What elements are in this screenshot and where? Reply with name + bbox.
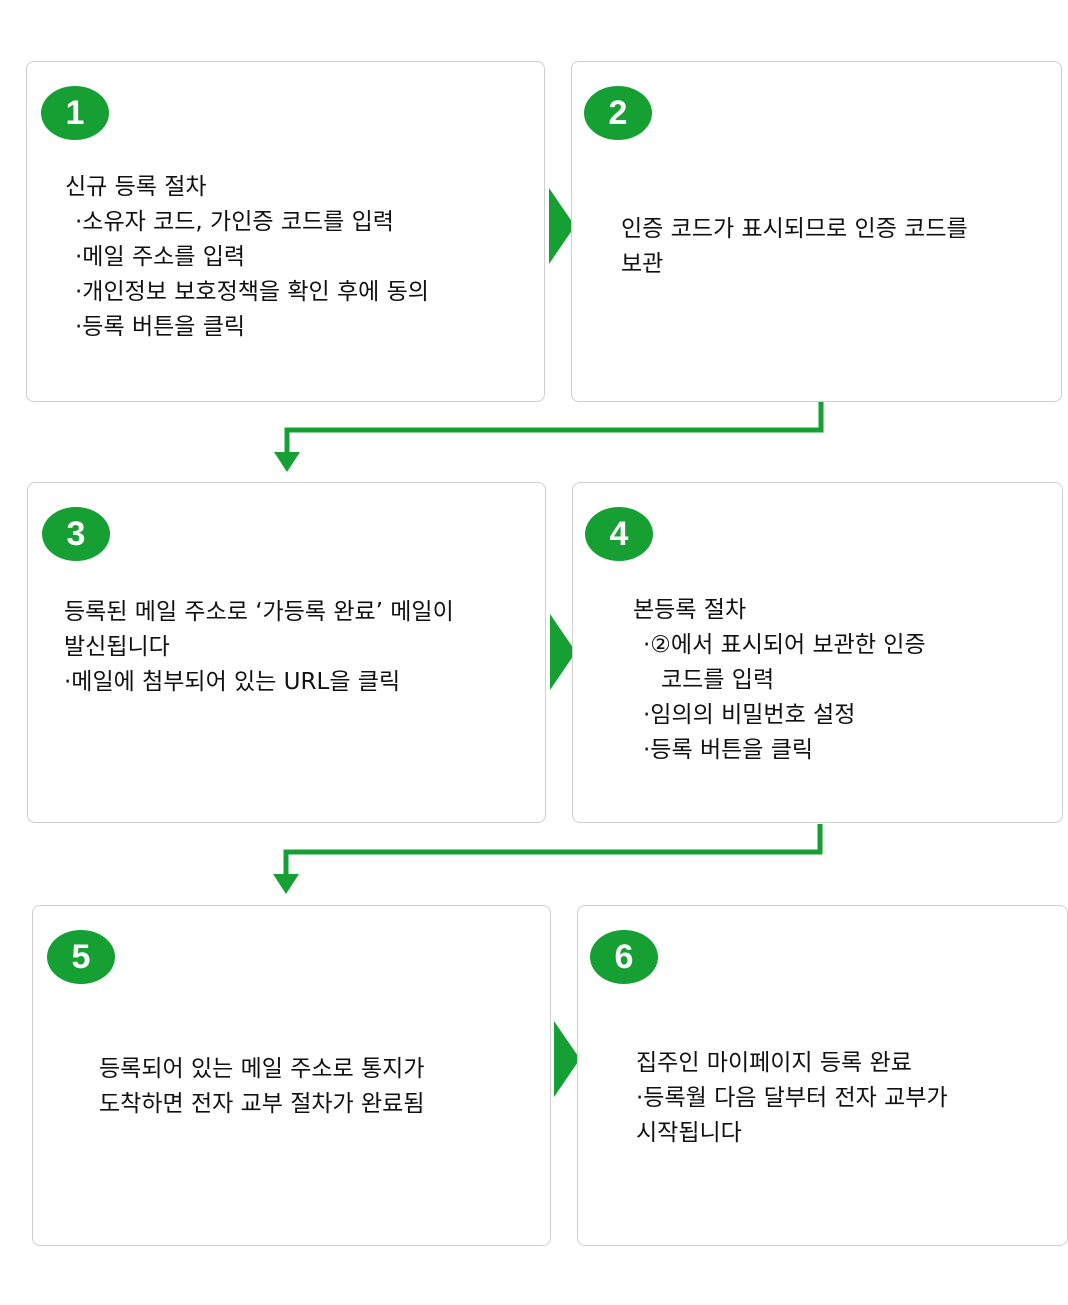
step-3-line: 발신됩니다 [64,634,170,660]
step-card-5: 5 등록되어 있는 메일 주소로 통지가 도착하면 전자 교부 절차가 완료됨 [32,905,551,1246]
step-number-badge-5: 5 [47,930,115,984]
connector-4-5 [283,824,823,878]
step-1-item: ·등록 버튼을 클릭 [75,314,246,340]
step-3-item: ·메일에 첨부되어 있는 URL을 클릭 [64,669,401,695]
step-number-badge-6: 6 [590,930,658,984]
step-6-line: 집주인 마이페이지 등록 완료 [636,1050,912,1076]
step-2-line: 인증 코드가 표시되므로 인증 코드를 [621,216,968,242]
step-text-4: 본등록 절차 ·②에서 표시되어 보관한 인증 코드를 입력 ·임의의 비밀번호… [633,593,926,768]
step-text-2: 인증 코드가 표시되므로 인증 코드를 보관 [621,212,968,282]
step-2-line: 보관 [621,251,664,277]
step-number-badge-2: 2 [584,86,652,140]
step-1-item: ·메일 주소를 입력 [75,244,246,270]
step-4-item: ·등록 버튼을 클릭 [643,737,814,763]
step-4-item-continued: 코드를 입력 [661,667,775,693]
step-4-item: ·임의의 비밀번호 설정 [643,702,856,728]
step-5-line: 도착하면 전자 교부 절차가 완료됨 [99,1091,425,1117]
step-number-badge-3: 3 [42,507,110,561]
step-card-1: 1 신규 등록 절차 ·소유자 코드, 가인증 코드를 입력 ·메일 주소를 입… [26,61,545,402]
step-4-title: 본등록 절차 [633,597,747,623]
step-number-badge-1: 1 [41,86,109,140]
step-number-badge-4: 4 [585,507,653,561]
step-card-2: 2 인증 코드가 표시되므로 인증 코드를 보관 [571,61,1062,402]
connector-2-3 [284,402,824,456]
arrow-right-1-2 [549,188,575,264]
step-card-6: 6 집주인 마이페이지 등록 완료 ·등록월 다음 달부터 전자 교부가 시작됩… [577,905,1068,1246]
step-1-title: 신규 등록 절차 [65,174,207,200]
step-card-3: 3 등록된 메일 주소로 ‘가등록 완료’ 메일이 발신됩니다 ·메일에 첨부되… [27,482,546,823]
step-text-6: 집주인 마이페이지 등록 완료 ·등록월 다음 달부터 전자 교부가 시작됩니다 [636,1046,948,1151]
step-card-4: 4 본등록 절차 ·②에서 표시되어 보관한 인증 코드를 입력 ·임의의 비밀… [572,482,1063,823]
step-1-item: ·소유자 코드, 가인증 코드를 입력 [75,209,394,235]
step-6-item: ·등록월 다음 달부터 전자 교부가 [636,1085,948,1111]
step-6-line: 시작됩니다 [636,1120,742,1146]
arrow-right-3-4 [550,614,576,690]
step-text-5: 등록되어 있는 메일 주소로 통지가 도착하면 전자 교부 절차가 완료됨 [99,1052,424,1122]
step-3-line: 등록된 메일 주소로 ‘가등록 완료’ 메일이 [64,599,454,625]
arrow-down-4-5 [273,874,299,894]
step-1-item: ·개인정보 보호정책을 확인 후에 동의 [75,279,429,305]
step-text-1: 신규 등록 절차 ·소유자 코드, 가인증 코드를 입력 ·메일 주소를 입력 … [65,170,429,345]
step-text-3: 등록된 메일 주소로 ‘가등록 완료’ 메일이 발신됩니다 ·메일에 첨부되어 … [64,595,454,700]
step-4-item: ·②에서 표시되어 보관한 인증 [643,632,926,658]
arrow-right-5-6 [554,1021,580,1097]
step-5-line: 등록되어 있는 메일 주소로 통지가 [99,1056,425,1082]
arrow-down-2-3 [274,452,300,472]
